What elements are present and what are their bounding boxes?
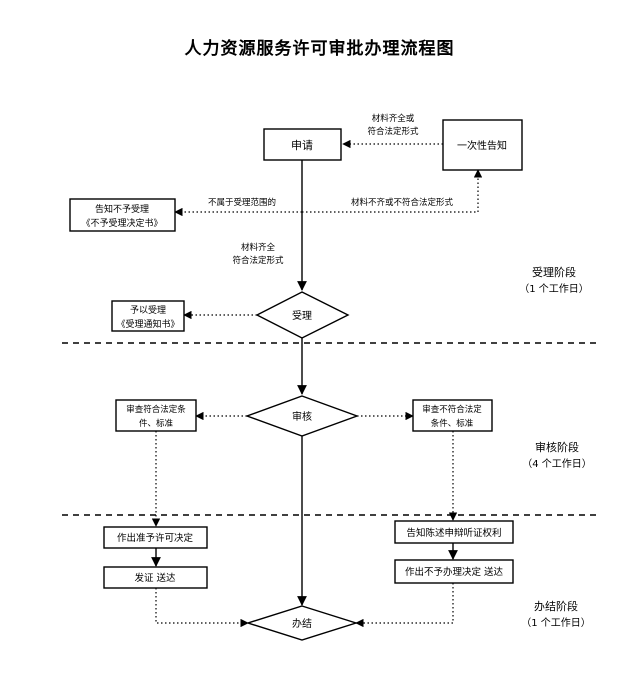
- node-inform-hearing: 告知陈述申辩听证权利: [394, 520, 514, 544]
- label-ok-1: 材料齐全: [241, 242, 276, 253]
- phase-finish-days: （1 个工作日）: [521, 617, 591, 629]
- node-accept-notice: 予以受理 《受理通知书》: [111, 300, 185, 332]
- svg-text:告知不予受理: 告知不予受理: [95, 203, 149, 215]
- phase-review-days: （4 个工作日）: [522, 458, 592, 470]
- edge-to-notify-once: [302, 169, 483, 213]
- svg-text:申请: 申请: [291, 139, 313, 152]
- label-ok-2: 符合法定形式: [232, 255, 284, 266]
- label-complete-2: 符合法定形式: [367, 126, 419, 137]
- svg-text:受理: 受理: [292, 310, 312, 322]
- svg-text:告知陈述申辩听证权利: 告知陈述申辩听证权利: [406, 527, 501, 539]
- node-deny: 作出不予办理决定 送达: [394, 559, 514, 584]
- phase-finish-name: 办结阶段: [534, 599, 578, 613]
- edge-issue-to-finish: [155, 588, 249, 628]
- phase-accept-name: 受理阶段: [532, 265, 576, 279]
- node-issue: 发证 送达: [103, 566, 208, 589]
- node-finish: 办结: [245, 605, 359, 641]
- phase-accept-days: （1 个工作日）: [519, 283, 589, 295]
- svg-text:办结: 办结: [292, 617, 312, 630]
- edge-deny-to-finish: [355, 583, 454, 628]
- node-reject: 告知不予受理 《不予受理决定书》: [69, 198, 176, 232]
- label-out-of-scope: 不属于受理范围的: [208, 197, 276, 208]
- svg-text:一次性告知: 一次性告知: [457, 139, 507, 152]
- svg-text:审核: 审核: [292, 410, 312, 423]
- label-complete-1: 材料齐全或: [372, 113, 415, 124]
- page-title: 人力资源服务许可审批办理流程图: [184, 39, 455, 59]
- node-accept: 受理: [255, 291, 350, 339]
- phase-review-name: 审核阶段: [535, 440, 579, 454]
- label-incomplete: 材料不齐或不符合法定形式: [351, 197, 454, 208]
- svg-text:予以受理: 予以受理: [130, 304, 166, 316]
- node-notify-once: 一次性告知: [442, 119, 523, 171]
- svg-text:作出准予许可决定: 作出准予许可决定: [117, 532, 194, 544]
- svg-text:审查符合法定条: 审查符合法定条: [126, 404, 186, 415]
- svg-text:《不予受理决定书》: 《不予受理决定书》: [81, 217, 162, 229]
- node-apply: 申请: [263, 128, 342, 161]
- svg-text:件、标准: 件、标准: [139, 418, 174, 429]
- svg-text:作出不予办理决定 送达: 作出不予办理决定 送达: [405, 566, 504, 578]
- node-grant: 作出准予许可决定: [103, 526, 208, 549]
- node-review: 审核: [244, 395, 360, 437]
- svg-text:审查不符合法定: 审查不符合法定: [422, 404, 482, 415]
- svg-text:条件、标准: 条件、标准: [431, 418, 474, 429]
- node-meet: 审查符合法定条 件、标准: [115, 399, 197, 432]
- svg-text:发证 送达: 发证 送达: [134, 572, 176, 584]
- node-notmeet: 审查不符合法定 条件、标准: [412, 399, 493, 432]
- svg-text:《受理通知书》: 《受理通知书》: [116, 318, 179, 330]
